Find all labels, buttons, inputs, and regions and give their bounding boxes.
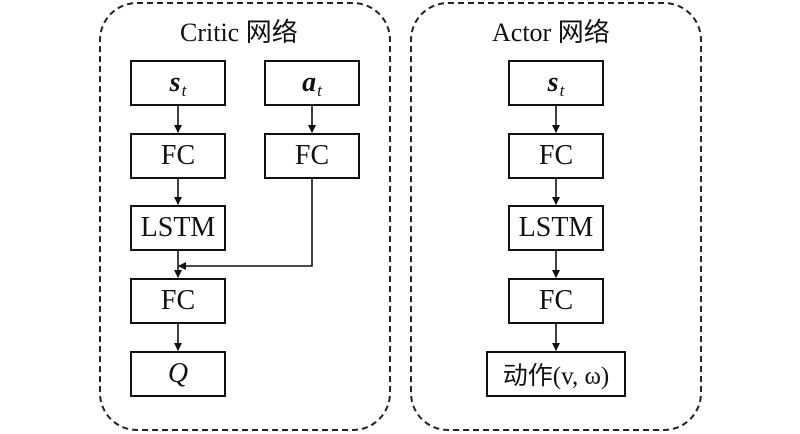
critic-fc-action-box: FC <box>264 133 360 179</box>
arrow-critic-action-fc-to-merge <box>178 179 313 270</box>
actor-network-panel <box>410 2 702 431</box>
actor-state-symbol: s <box>547 67 559 98</box>
critic-action-subscript: t <box>317 81 322 100</box>
critic-network-title: Critic 网络 <box>180 18 298 47</box>
actor-action-output-box: 动作(v, ω) <box>486 351 626 397</box>
actor-network-title: Actor 网络 <box>492 18 610 47</box>
critic-state-symbol: s <box>169 67 181 98</box>
actor-fc2-box: FC <box>508 278 604 324</box>
critic-state-subscript: t <box>181 81 187 100</box>
critic-lstm-box: LSTM <box>130 205 226 251</box>
critic-network-panel <box>99 2 391 431</box>
critic-q-output-box: Q <box>130 351 226 397</box>
critic-fc-state-box: FC <box>130 133 226 179</box>
actor-state-subscript: t <box>559 81 565 100</box>
actor-fc1-box: FC <box>508 133 604 179</box>
critic-fc-merge-box: FC <box>130 278 226 324</box>
critic-action-symbol: a <box>302 67 317 98</box>
actor-lstm-box: LSTM <box>508 205 604 251</box>
